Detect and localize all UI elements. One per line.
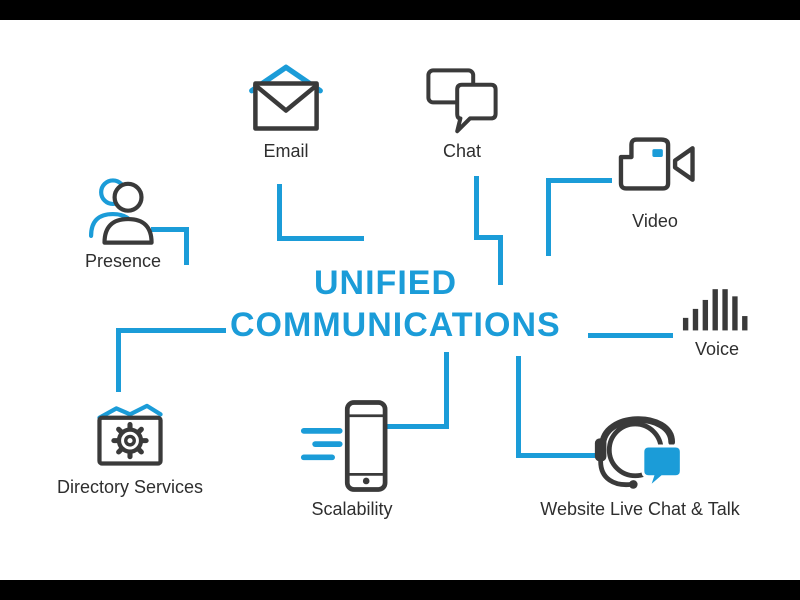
voice-icon: [682, 289, 748, 331]
chat-icon: [426, 68, 498, 134]
connector-voice-horizontal: [588, 333, 673, 338]
presence-icon: [88, 178, 154, 245]
connector-email-horizontal: [277, 236, 364, 241]
connector-scalability-vertical: [444, 352, 449, 429]
node-voice: Voice: [674, 282, 760, 360]
connector-scalability-horizontal: [386, 424, 449, 429]
connector-directory-vertical: [116, 328, 121, 392]
scalability-icon: [300, 400, 388, 492]
connector-presence-horizontal: [151, 227, 189, 232]
connector-chat-vertical-1: [474, 176, 479, 240]
node-presence-label: Presence: [84, 251, 162, 271]
directory-services-icon: [97, 403, 163, 466]
node-email: Email: [238, 58, 334, 162]
node-video-label: Video: [632, 211, 678, 231]
node-scalability: Scalability: [282, 398, 422, 520]
node-video: Video: [600, 122, 710, 232]
connector-presence-vertical: [184, 227, 189, 265]
node-website-live-chat: Website Live Chat & Talk: [528, 398, 752, 520]
node-scalability-label: Scalability: [311, 499, 393, 519]
node-chat-label: Chat: [442, 141, 482, 161]
connector-video-vertical: [546, 178, 551, 256]
connector-chat-vertical-2: [498, 235, 503, 285]
node-voice-label: Voice: [694, 339, 740, 359]
node-directory-services: Directory Services: [48, 394, 212, 498]
connector-website-vertical: [516, 356, 521, 458]
node-website-live-chat-label: Website Live Chat & Talk: [540, 499, 740, 519]
bottom-letterbox-bar: [0, 580, 800, 600]
node-directory-services-label: Directory Services: [56, 477, 204, 497]
connector-website-horizontal: [516, 453, 596, 458]
website-live-chat-icon: [594, 416, 683, 493]
connector-video-horizontal: [546, 178, 612, 183]
top-letterbox-bar: [0, 0, 800, 20]
connector-chat-horizontal: [474, 235, 503, 240]
connector-email-vertical: [277, 184, 282, 241]
title-line-2: COMMUNICATIONS: [230, 306, 561, 344]
connector-directory-horizontal: [116, 328, 226, 333]
title-line-1: UNIFIED: [314, 264, 457, 302]
video-icon: [618, 137, 695, 191]
node-chat: Chat: [414, 64, 510, 162]
node-email-label: Email: [263, 141, 309, 161]
email-icon: [249, 64, 323, 131]
node-presence: Presence: [70, 172, 176, 272]
